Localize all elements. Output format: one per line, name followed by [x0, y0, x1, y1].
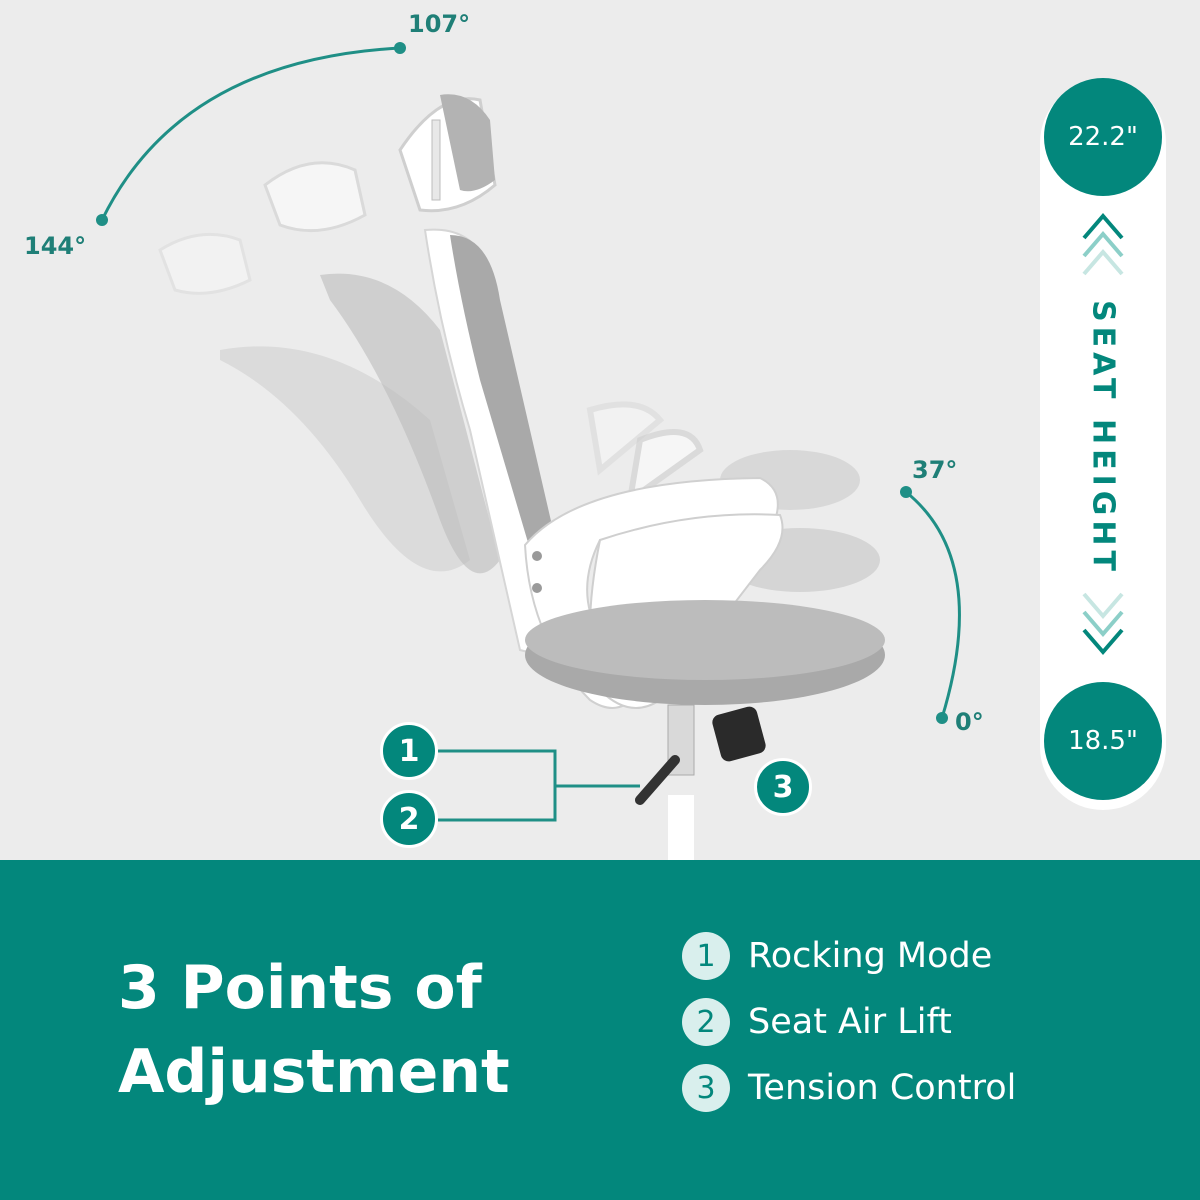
ghost-chair-mid — [263, 161, 880, 592]
callout-badge-2: 2 — [380, 790, 438, 848]
callout-badge-1: 1 — [380, 722, 438, 780]
feature-number-badge: 2 — [682, 998, 730, 1046]
feature-item-tension-control: 3 Tension Control — [682, 1064, 1016, 1112]
rocking-arc-end-dot — [936, 712, 948, 724]
feature-label: Seat Air Lift — [748, 1002, 952, 1042]
recline-arc-start-dot — [96, 214, 108, 226]
chair-main — [398, 94, 885, 860]
rocking-arc — [905, 490, 961, 719]
feature-number-badge: 1 — [682, 932, 730, 980]
feature-panel — [0, 860, 1200, 1200]
feature-label: Rocking Mode — [748, 936, 993, 976]
feature-item-seat-air-lift: 2 Seat Air Lift — [682, 998, 952, 1046]
headline: 3 Points of Adjustment — [118, 946, 510, 1114]
rocking-min-angle: 0° — [955, 708, 984, 736]
seat-height-min: 18.5" — [1044, 682, 1162, 800]
recline-arc-end-dot — [394, 42, 406, 54]
feature-item-rocking-mode: 1 Rocking Mode — [682, 932, 992, 980]
feature-number-badge: 3 — [682, 1064, 730, 1112]
seat-height-max: 22.2" — [1044, 78, 1162, 196]
headline-line-2: Adjustment — [118, 1037, 510, 1107]
callout-bracket — [438, 749, 557, 822]
rocking-arc-start-dot — [900, 486, 912, 498]
product-scene: 107° 144° 37° 0° 1 2 3 22.2" SEAT HEIGHT… — [24, 10, 1166, 860]
chair-illustration — [96, 42, 961, 860]
headline-line-1: 3 Points of — [118, 953, 482, 1023]
rocking-max-angle: 37° — [912, 456, 958, 484]
feature-label: Tension Control — [748, 1068, 1017, 1108]
recline-min-angle: 144° — [24, 232, 87, 260]
recline-arc — [100, 46, 401, 221]
seat-height-label: SEAT HEIGHT — [1085, 300, 1121, 576]
recline-max-angle: 107° — [408, 10, 471, 38]
callout-badge-3: 3 — [754, 758, 812, 816]
